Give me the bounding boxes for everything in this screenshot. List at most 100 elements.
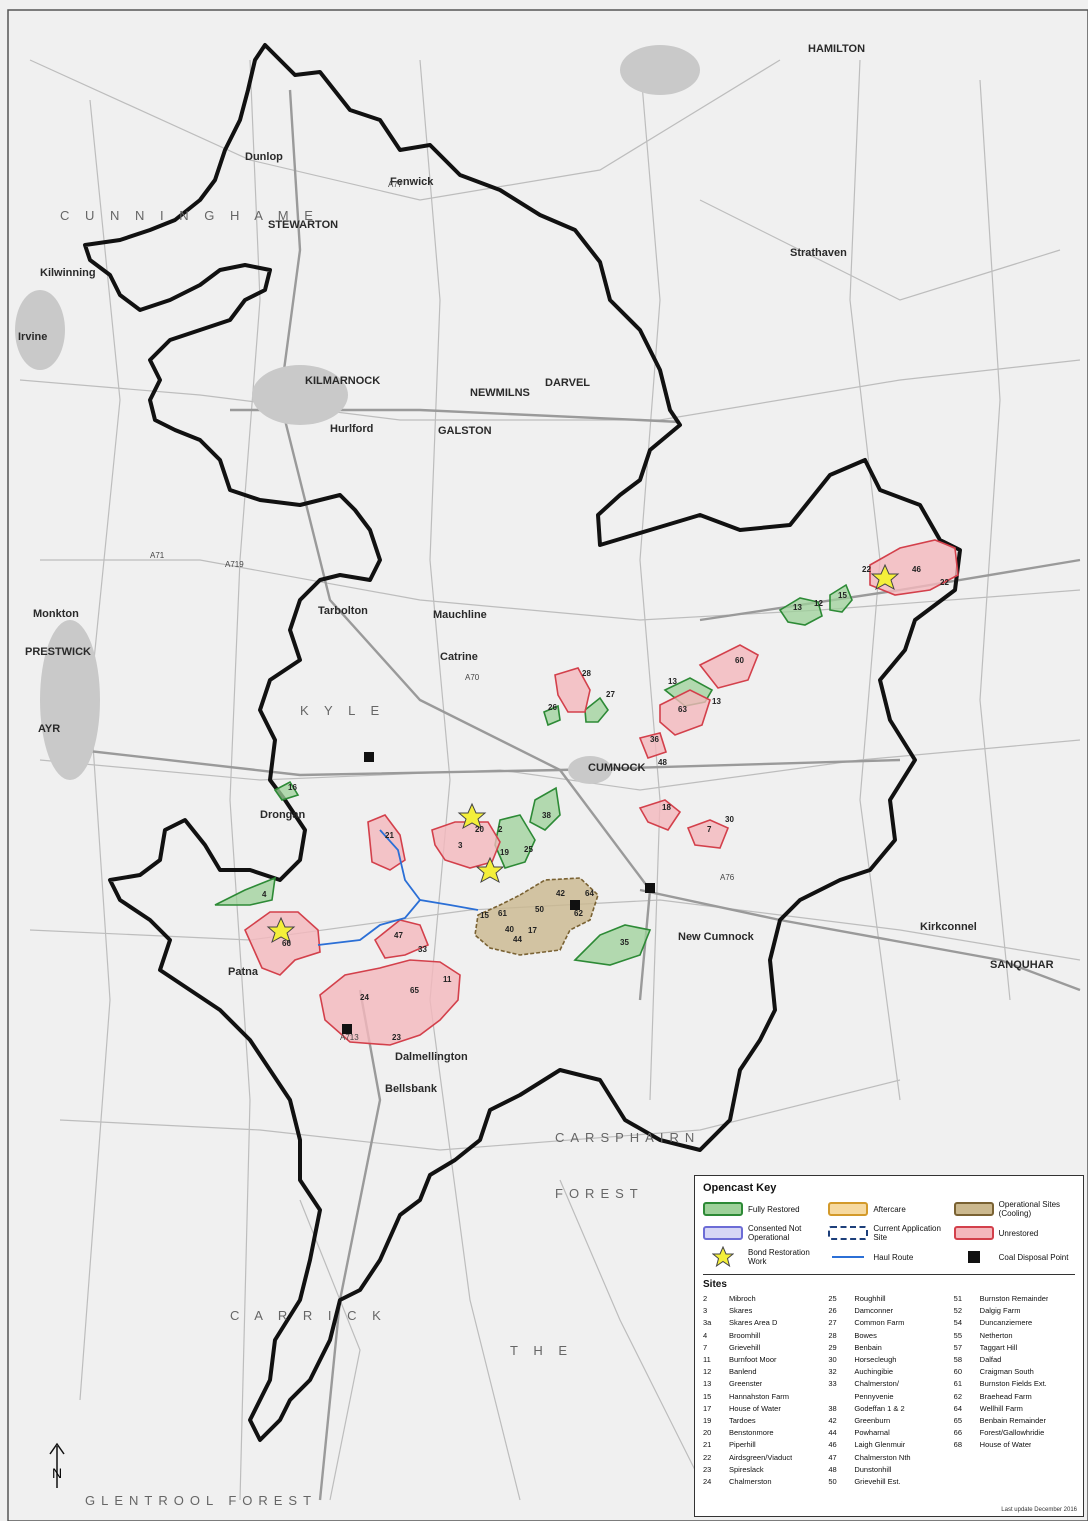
area-label: T H E bbox=[510, 1343, 573, 1358]
site-number: 48 bbox=[828, 1464, 837, 1474]
town-label: Irvine bbox=[18, 331, 47, 343]
site-number-label: 13 bbox=[793, 603, 802, 612]
site-number-label: 60 bbox=[735, 656, 744, 665]
site-number: 20 bbox=[703, 1428, 712, 1438]
road-label: A76 bbox=[720, 873, 735, 882]
haul-routes bbox=[317, 829, 479, 946]
site-number: 54 bbox=[953, 1318, 962, 1328]
site-number-label: 15 bbox=[838, 591, 847, 600]
key-swatch bbox=[828, 1202, 869, 1216]
site-number-label: 42 bbox=[556, 889, 565, 898]
site-row: 24 Chalmerston bbox=[703, 1476, 824, 1488]
site-number: 26 bbox=[828, 1306, 837, 1316]
site-name: Piperhill bbox=[729, 1440, 756, 1450]
star-icon bbox=[703, 1246, 743, 1268]
town-label: HAMILTON bbox=[808, 43, 865, 55]
town-label: Hurlford bbox=[330, 423, 373, 435]
site-name: Auchingibie bbox=[854, 1367, 894, 1377]
key-item: Current Application Site bbox=[828, 1224, 949, 1242]
site-number: 25 bbox=[828, 1294, 837, 1303]
site-number: 51 bbox=[953, 1294, 962, 1303]
key-item: Haul Route bbox=[828, 1248, 949, 1266]
site-number-label: 2 bbox=[498, 825, 503, 834]
site-number: 17 bbox=[703, 1403, 712, 1413]
area-label: C U N N I N G H A M E bbox=[60, 208, 319, 223]
site-name: Greenburn bbox=[854, 1416, 891, 1426]
map-frame bbox=[7, 9, 1088, 1521]
key-item: Operational Sites (Cooling) bbox=[953, 1200, 1075, 1218]
site-number: 28 bbox=[828, 1330, 837, 1340]
site-name: Bowes bbox=[854, 1330, 877, 1340]
site-name: House of Water bbox=[729, 1403, 781, 1413]
site-number-label: 20 bbox=[475, 825, 484, 834]
north-arrow-icon: N bbox=[49, 1442, 65, 1488]
key-item-label: Haul Route bbox=[873, 1252, 914, 1262]
site-name: Airdsgreen/Viaduct bbox=[729, 1452, 793, 1462]
key-item: Coal Disposal Point bbox=[954, 1248, 1075, 1266]
site-number: 3a bbox=[703, 1318, 712, 1328]
key-item: Bond Restoration Work bbox=[703, 1246, 824, 1268]
site-name: Wellhill Farm bbox=[979, 1403, 1023, 1413]
site-number: 19 bbox=[703, 1416, 712, 1426]
site-name: Chalmerston/ bbox=[854, 1379, 899, 1389]
site-number-label: 4 bbox=[262, 890, 267, 899]
site-number: 12 bbox=[703, 1367, 712, 1377]
site-number: 30 bbox=[828, 1355, 837, 1365]
road-label: A719 bbox=[225, 560, 244, 569]
site-row: 42 Greenburn bbox=[828, 1415, 949, 1427]
sites-operational bbox=[474, 877, 599, 956]
site-name: Grievehill bbox=[729, 1342, 761, 1352]
town-label: Kilwinning bbox=[40, 267, 96, 279]
site-number: 29 bbox=[828, 1342, 837, 1352]
site-name: Powharnal bbox=[854, 1428, 890, 1438]
sites-title: Sites bbox=[703, 1279, 727, 1290]
site-number-label: 47 bbox=[394, 931, 403, 940]
town-label: Mauchline bbox=[433, 609, 487, 621]
site-name: Burnston Remainder bbox=[979, 1294, 1049, 1303]
site-number-label: 62 bbox=[574, 909, 583, 918]
site-number-label: 21 bbox=[385, 831, 394, 840]
site-number: 42 bbox=[828, 1416, 837, 1426]
site-number: 65 bbox=[953, 1416, 962, 1426]
site-name: Chalmerston bbox=[729, 1477, 772, 1487]
town-label: CUMNOCK bbox=[588, 762, 645, 774]
site-number-label: 65 bbox=[410, 986, 419, 995]
site-number-label: 48 bbox=[658, 758, 667, 767]
site-number: 66 bbox=[953, 1428, 962, 1438]
site-number-label: 17 bbox=[528, 926, 537, 935]
key-divider bbox=[703, 1274, 1075, 1275]
site-number: 24 bbox=[703, 1477, 712, 1487]
north-label: N bbox=[52, 1465, 62, 1481]
site-name: Laigh Glenmuir bbox=[854, 1440, 906, 1450]
key-swatch bbox=[953, 1202, 994, 1216]
area-label: K Y L E bbox=[300, 703, 385, 718]
site-number-label: 16 bbox=[288, 783, 297, 792]
site-name: Braehead Farm bbox=[979, 1391, 1032, 1401]
site-number-label: 18 bbox=[662, 803, 671, 812]
site-number-label: 26 bbox=[548, 703, 557, 712]
site-number: 23 bbox=[703, 1464, 712, 1474]
town-label: Catrine bbox=[440, 651, 478, 663]
area-labels: C U N N I N G H A M EK Y L EC A R R I C … bbox=[60, 208, 694, 1508]
site-number: 64 bbox=[953, 1403, 962, 1413]
